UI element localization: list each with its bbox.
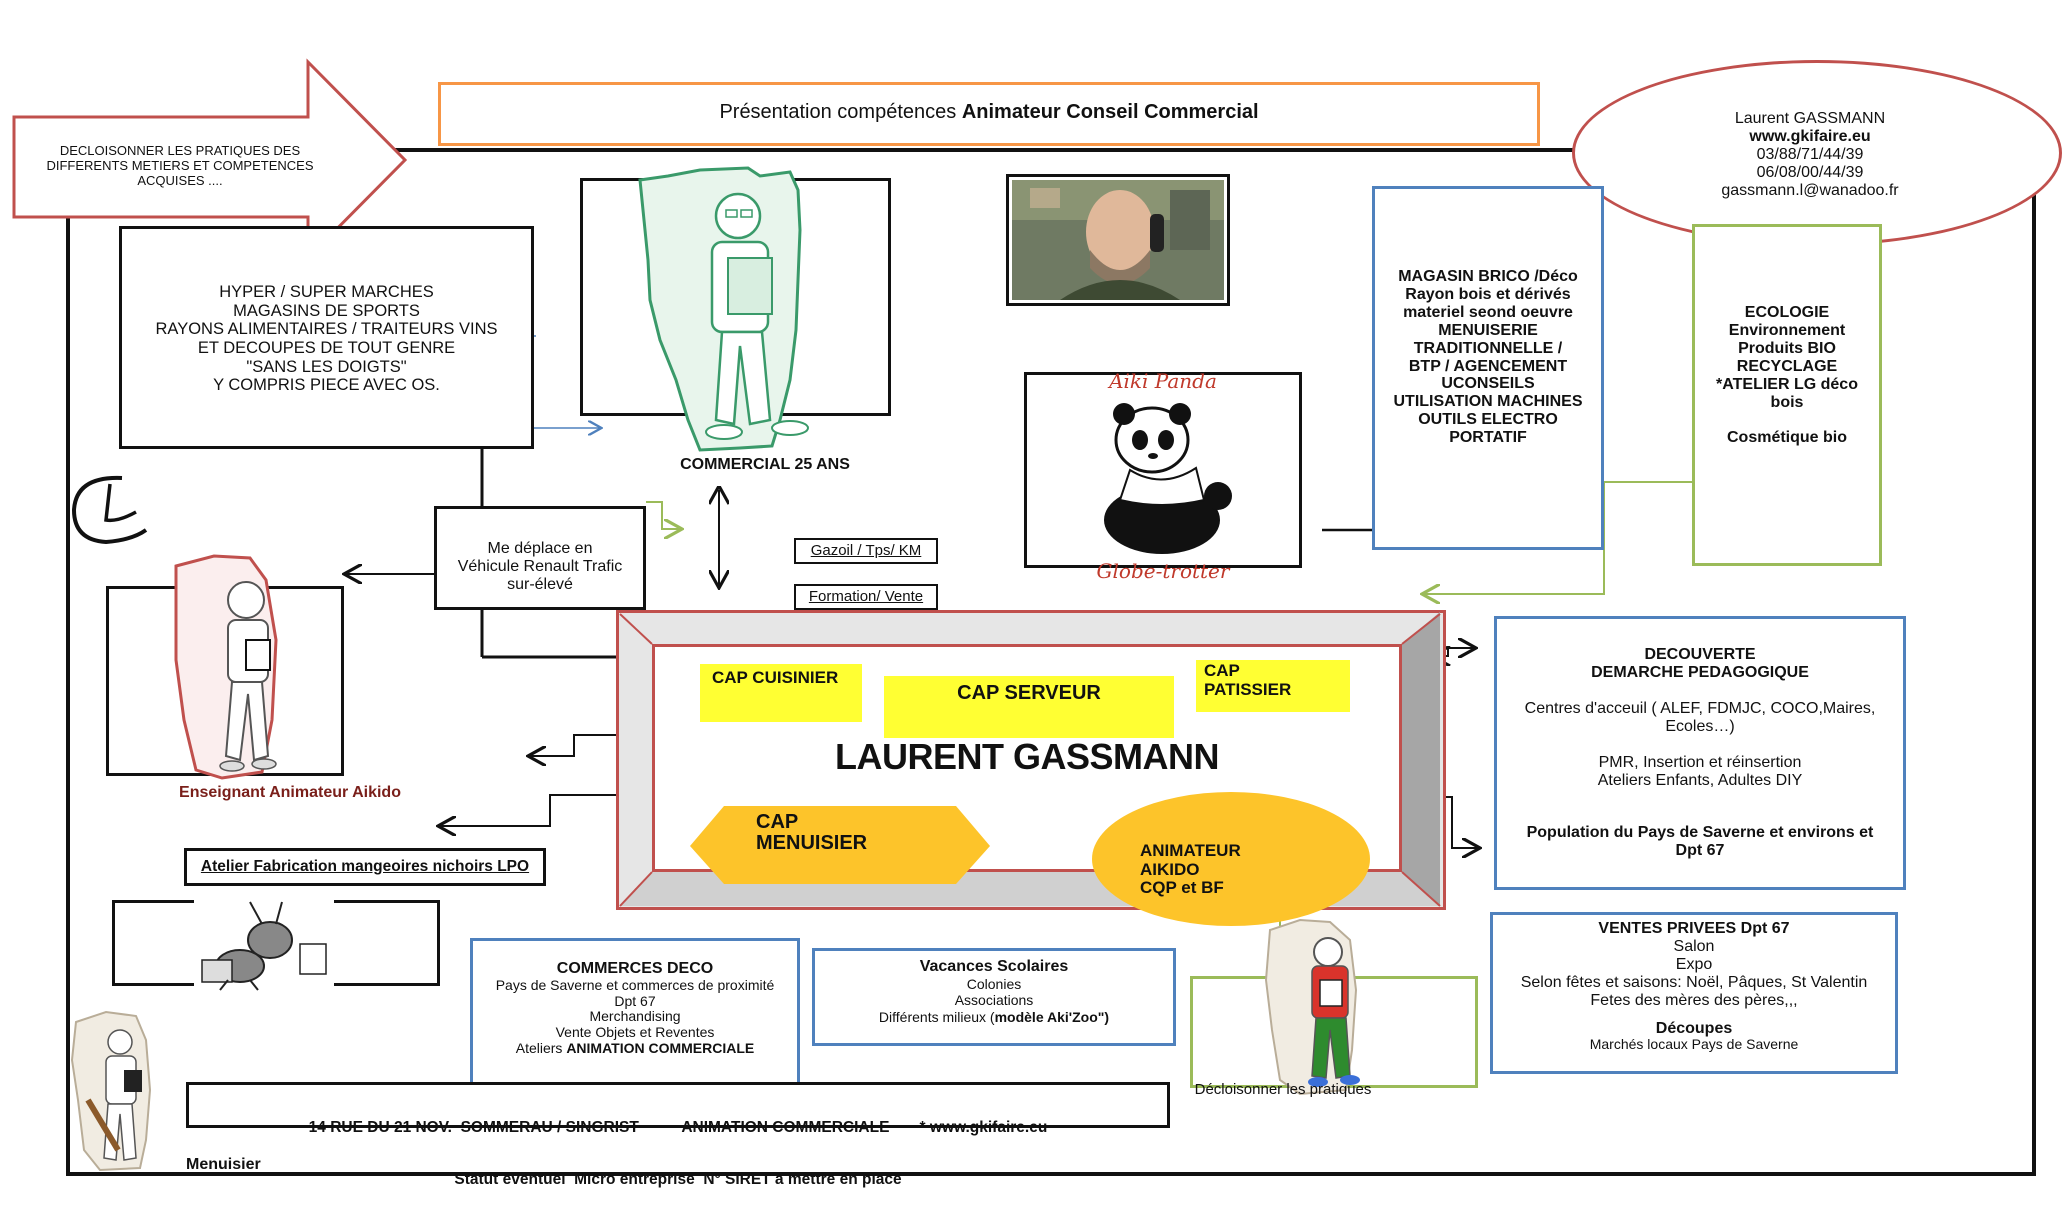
- aikido-circle: [1092, 792, 1370, 926]
- vehicle-box: [434, 506, 646, 610]
- decouverte-pmr: PMR, Insertion et réinsertion Ateliers E…: [1597, 754, 1803, 789]
- decouverte-box: [1494, 616, 1906, 890]
- vacances-box-text: Vacances Scolaires Colonies Associations…: [878, 958, 1110, 1025]
- aiki-panda-title: Aiki Panda: [1109, 369, 1217, 393]
- hyper-box-text: HYPER / SUPER MARCHES MAGASINS DE SPORTS…: [155, 283, 498, 395]
- ecologie-box-text: ECOLOGIE Environnement Produits BIO RECY…: [1716, 304, 1858, 447]
- contact-name: Laurent GASSMANN: [1734, 110, 1886, 127]
- contact-site[interactable]: www.gkifaire.eu: [1749, 127, 1871, 145]
- address-bar-text: 14 RUE DU 21 NOV. SOMMERAU / SINGRIST AN…: [308, 1118, 1048, 1188]
- page-title: Présentation compétences Animateur Conse…: [438, 101, 1540, 124]
- commerces-box: [470, 938, 800, 1086]
- brico-box-text: MAGASIN BRICO /Déco Rayon bois et dérivé…: [1393, 268, 1583, 447]
- title-box: [438, 82, 1540, 146]
- contact-phone2: 06/08/00/44/39: [1756, 163, 1864, 181]
- brico-box: [1372, 186, 1604, 550]
- decouverte-centres: Centres d'acceuil ( ALEF, FDMJC, COCO,Ma…: [1524, 700, 1876, 735]
- title-prefix: Présentation compétences: [719, 101, 962, 123]
- cap-patissier: CAP PATISSIER: [1196, 660, 1350, 712]
- contact-email[interactable]: gassmann.l@wanadoo.fr: [1721, 181, 1899, 199]
- ventes-box: [1490, 912, 1898, 1074]
- vehicle-box-text: Me déplace en Véhicule Renault Trafic su…: [457, 540, 623, 593]
- gazoil-label: Gazoil / Tps/ KM: [794, 538, 938, 564]
- contact-phone1: 03/88/71/44/39: [1756, 145, 1864, 163]
- title-emph: Animateur Conseil Commercial: [961, 101, 1259, 123]
- formation-label: Formation/ Vente: [794, 584, 938, 610]
- cap-serveur: CAP SERVEUR: [884, 676, 1174, 738]
- commerces-box-text: COMMERCES DECO Pays de Saverne et commer…: [495, 960, 775, 1056]
- globe-trotter-label: Globe-trotter: [1096, 559, 1230, 583]
- ventes-box-text: VENTES PRIVEES Dpt 67 Salon Expo Selon f…: [1520, 920, 1868, 1053]
- cap-menuisier: CAP MENUISIER: [756, 811, 868, 854]
- cap-cuisinier: CAP CUISINIER: [700, 664, 862, 722]
- outer-frame: [66, 148, 2036, 1176]
- arrow-text: DECLOISONNER LES PRATIQUES DES DIFFERENT…: [46, 143, 314, 188]
- contact-info: Laurent GASSMANN www.gkifaire.eu 03/88/7…: [1690, 110, 1930, 200]
- decloisonner-label: Décloisonner les pratiques: [1194, 1081, 1372, 1098]
- atelier-label: Atelier Fabrication mangeoires nichoirs …: [184, 848, 546, 886]
- decouverte-population: Population du Pays de Saverne et environ…: [1526, 824, 1874, 859]
- contact-ellipse: [1572, 60, 2062, 246]
- decouverte-title: DECOUVERTE DEMARCHE PEDAGOGIQUE: [1591, 646, 1809, 681]
- center-name: LAURENT GASSMANN: [835, 736, 1220, 777]
- address-bar: [186, 1082, 1170, 1128]
- menuisier-label: Menuisier: [186, 1156, 261, 1173]
- hyper-box: [119, 226, 534, 449]
- ecologie-box: [1692, 224, 1882, 566]
- vacances-box: [812, 948, 1176, 1046]
- aikido-circle-text: ANIMATEUR AIKIDO CQP et BF: [1140, 841, 1241, 898]
- enseignant-label: Enseignant Animateur Aikido: [179, 784, 401, 801]
- commercial-label: COMMERCIAL 25 ANS: [680, 456, 850, 473]
